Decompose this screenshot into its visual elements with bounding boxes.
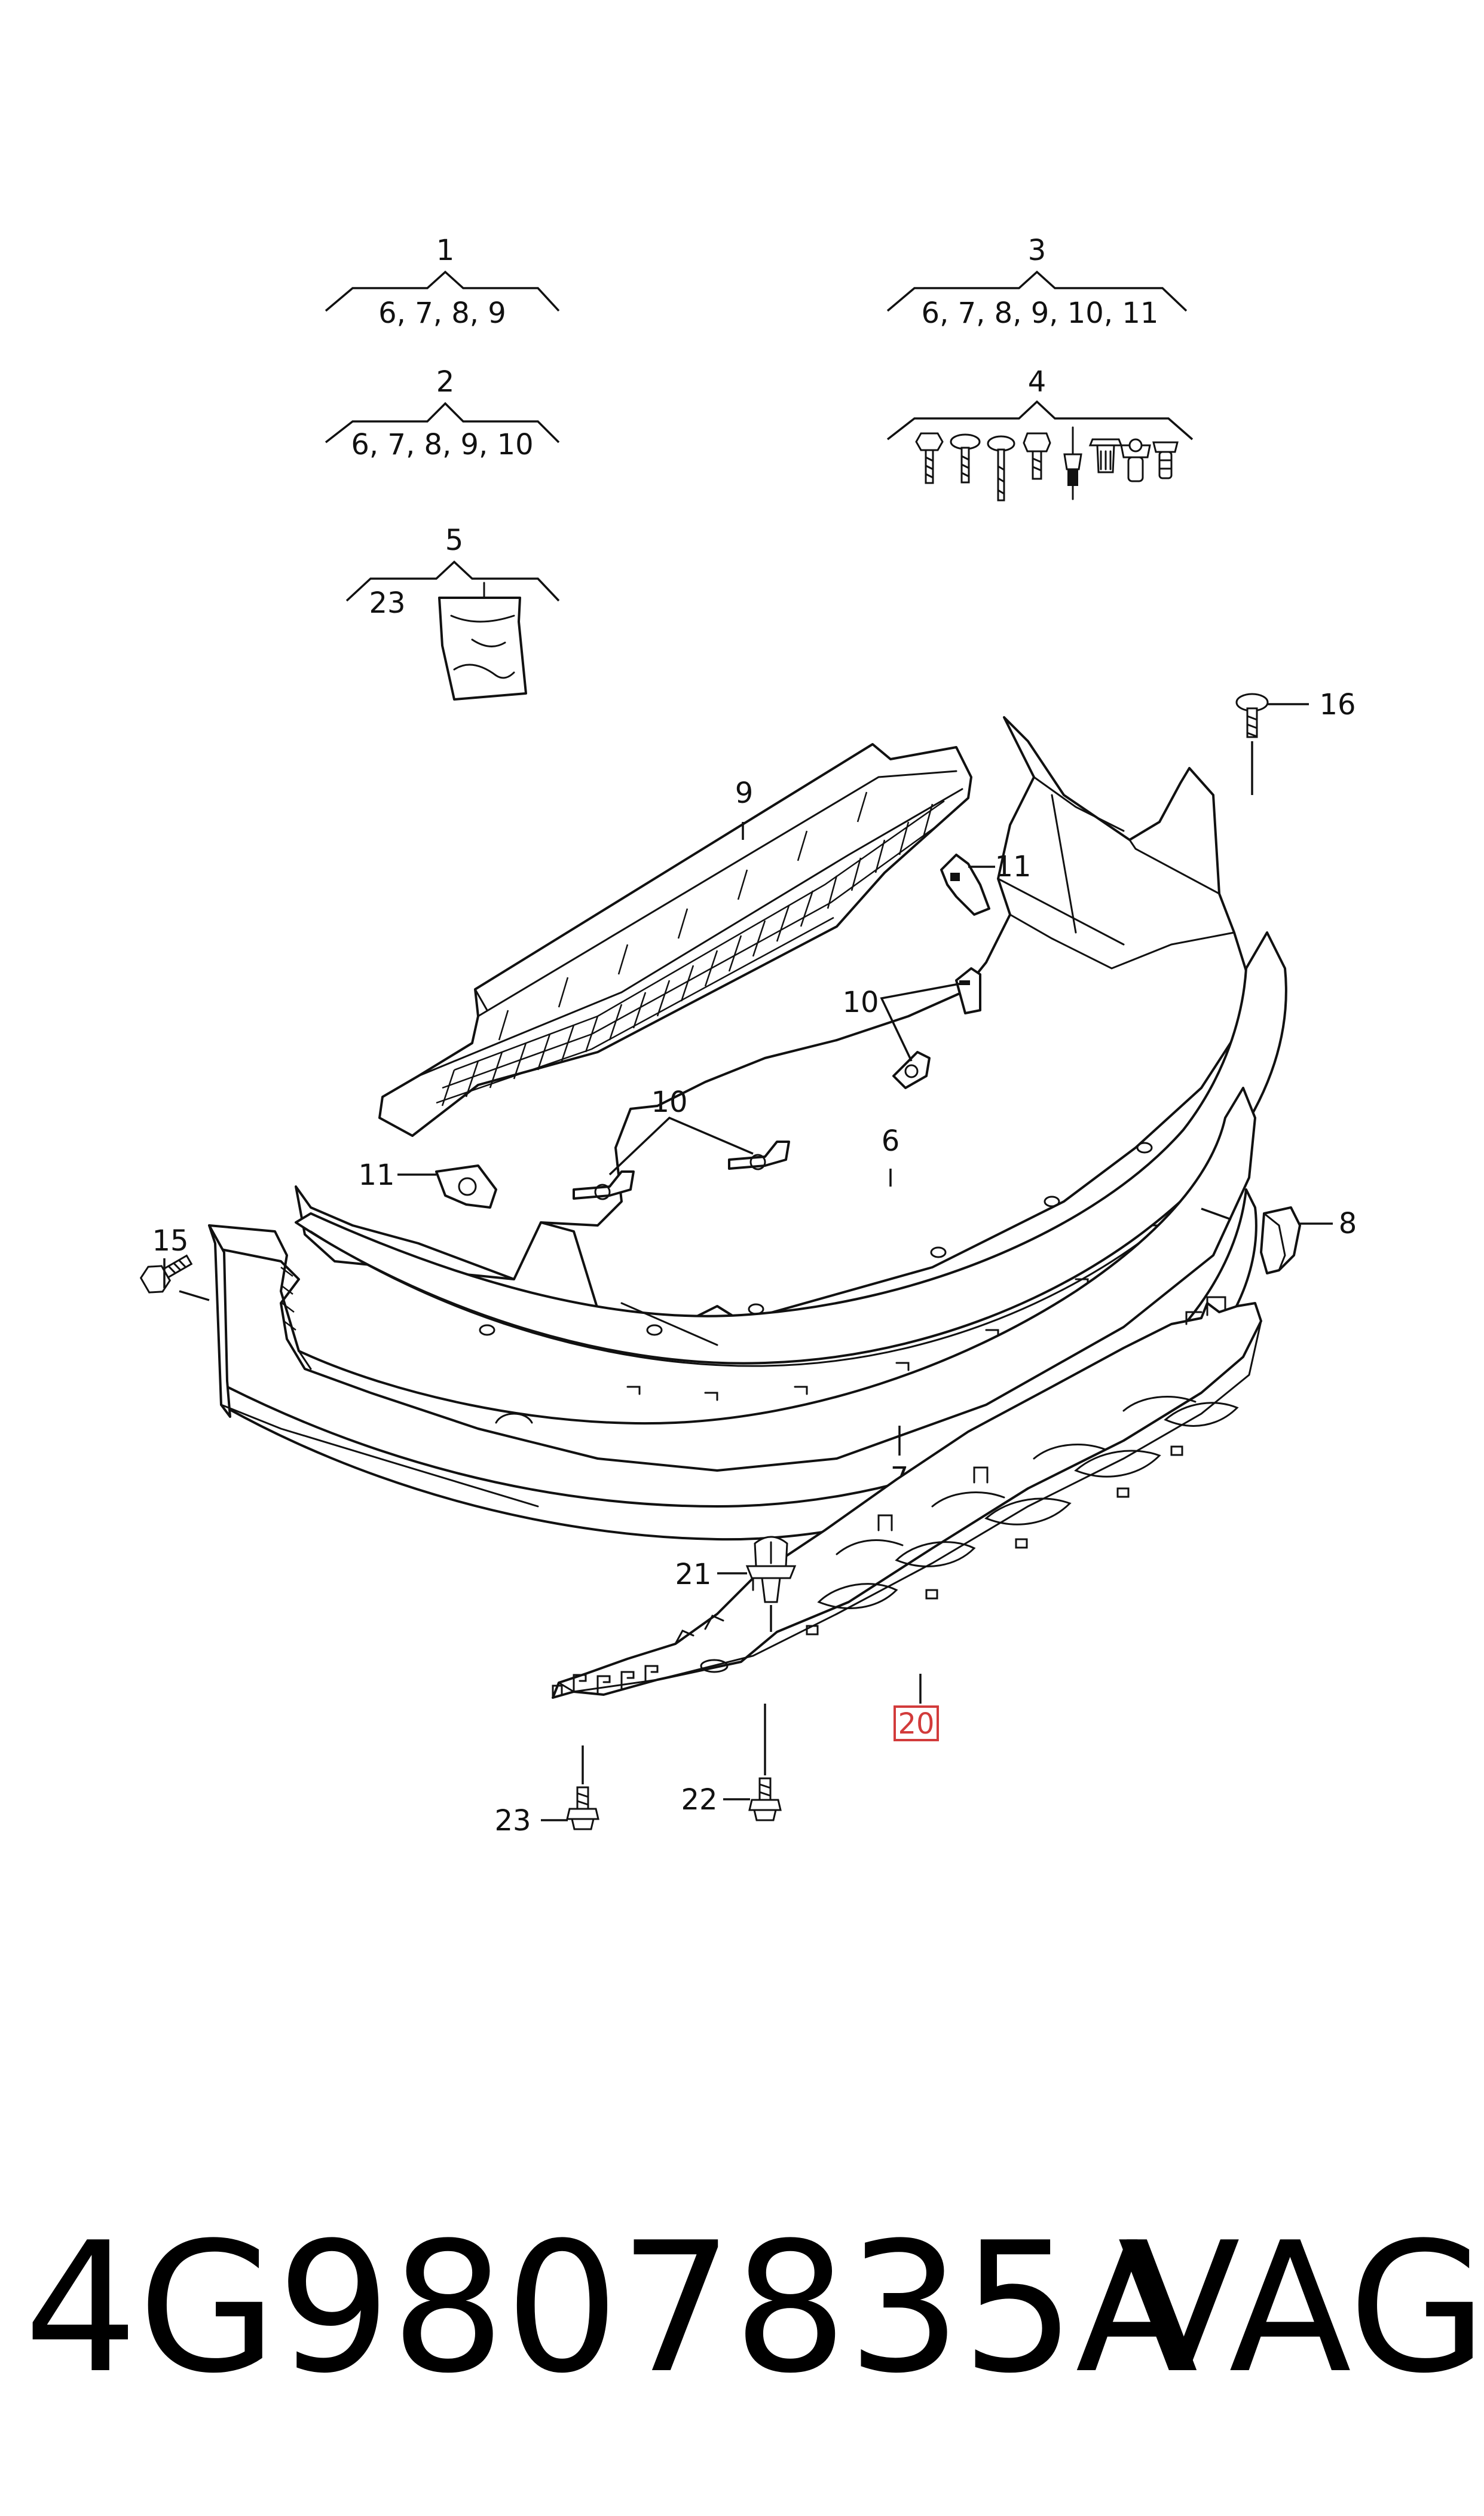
part-23-screw — [541, 1745, 599, 1830]
callout-10-right: 10 — [842, 986, 879, 1019]
group-1-number: 1 — [436, 234, 455, 267]
group-5-contents: 23 — [369, 586, 405, 620]
callout-22: 22 — [681, 1783, 717, 1817]
part-10-brackets-right — [880, 967, 981, 1089]
footer-part-number: 4G9807835A — [24, 2204, 1199, 2413]
group-4-bracket — [886, 400, 1194, 441]
group-5-number: 5 — [445, 524, 464, 557]
group-4-number: 4 — [1028, 365, 1047, 399]
group-4: 4 — [886, 365, 1194, 502]
part-16-screw — [1235, 693, 1309, 795]
part-22-screw — [723, 1704, 782, 1821]
group-2-number: 2 — [436, 365, 455, 399]
callout-23: 23 — [494, 1804, 531, 1838]
callout-11-right: 11 — [995, 850, 1031, 883]
part-6-bumper-cover — [295, 716, 1287, 1401]
group-1-bracket — [325, 270, 560, 312]
group-5: 5 23 — [345, 524, 560, 701]
group-3-contents: 6, 7, 8, 9, 10, 11 — [922, 296, 1159, 330]
part-11-bracket-right — [940, 854, 995, 916]
footer-brand: VAG — [1118, 2204, 1484, 2413]
callout-20-highlight: 20 — [894, 1705, 939, 1741]
group-1: 1 6, 7, 8, 9 — [325, 234, 560, 330]
fastener-kit-icon — [915, 426, 1179, 502]
callout-8: 8 — [1339, 1207, 1357, 1240]
callout-10-center: 10 — [651, 1086, 687, 1119]
part-20-rear-diffuser — [552, 1296, 1262, 1704]
group-1-contents: 6, 7, 8, 9 — [378, 296, 506, 330]
group-2-contents: 6, 7, 8, 9, 10 — [351, 428, 533, 461]
part-10-brackets-center — [573, 1116, 790, 1200]
part-11-bracket-left — [397, 1164, 497, 1209]
part-15-screw — [139, 1254, 210, 1301]
callout-11-left: 11 — [358, 1158, 394, 1192]
part-21-clip — [717, 1536, 797, 1632]
callout-15: 15 — [152, 1224, 188, 1258]
callout-21: 21 — [675, 1558, 711, 1591]
part-8-cover-cap — [1201, 1206, 1333, 1274]
callout-9: 9 — [735, 776, 754, 810]
group-3-bracket — [886, 270, 1188, 312]
group-3-number: 3 — [1028, 234, 1047, 267]
parts-bag-icon — [438, 582, 527, 701]
callout-20: 20 — [898, 1707, 934, 1741]
callout-16: 16 — [1319, 688, 1356, 722]
group-5-bracket — [345, 560, 560, 602]
callout-6: 6 — [882, 1124, 900, 1158]
part-9-energy-absorber — [378, 743, 972, 1137]
absorber-ribs — [441, 791, 934, 1106]
group-2-bracket — [325, 402, 560, 444]
callout-20-box — [894, 1705, 939, 1741]
group-2: 2 6, 7, 8, 9, 10 — [325, 365, 560, 461]
group-3: 3 6, 7, 8, 9, 10, 11 — [886, 234, 1188, 330]
